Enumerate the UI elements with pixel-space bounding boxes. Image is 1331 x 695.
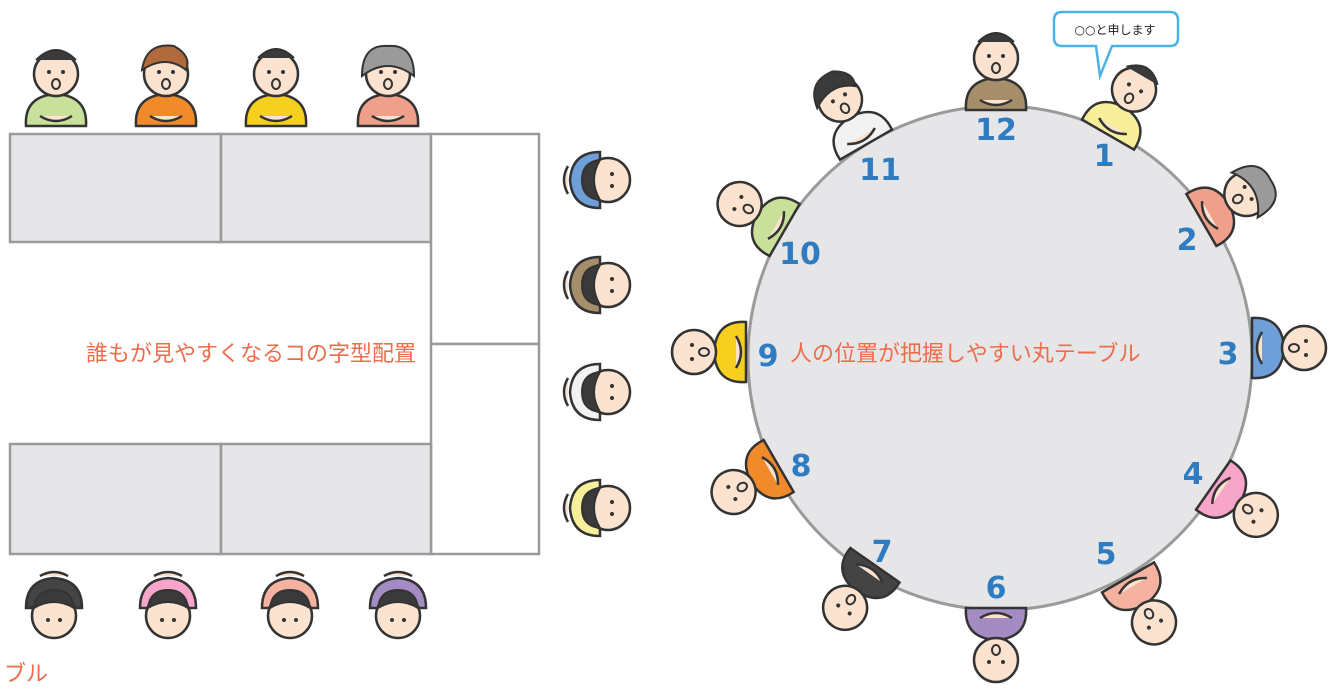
u-bottom-attendee-2 [138, 570, 198, 640]
round-seat-3-attendee [1250, 316, 1328, 380]
u-top-attendee-3 [244, 48, 308, 128]
seat-number-7: 7 [872, 535, 893, 570]
seat-number-1: 1 [1094, 139, 1115, 174]
seat-number-4: 4 [1183, 457, 1204, 492]
round-seat-1-attendee [1080, 54, 1173, 151]
seat-number-11: 11 [859, 153, 901, 188]
round-seat-11-attendee [801, 64, 894, 161]
u-top-attendee-2 [134, 44, 198, 128]
u-top-attendee-1 [24, 49, 88, 128]
u-right-attendee-3 [562, 362, 632, 422]
round-table-caption: 人の位置が把握しやすい丸テーブル [790, 342, 1141, 367]
seat-number-3: 3 [1218, 337, 1239, 372]
u-bottom-attendee-1 [24, 570, 84, 640]
seat-number-9: 9 [758, 339, 779, 374]
u-table-bottom-left-desk [8, 442, 223, 556]
seat-numbers: 1 2 3 4 5 6 7 8 9 10 11 12 [758, 113, 1239, 606]
seat-number-6: 6 [986, 571, 1007, 606]
u-table-right-desk-upper [429, 132, 541, 346]
u-right-attendee-2 [562, 255, 632, 315]
round-seat-2-attendee [1185, 155, 1282, 248]
seat-number-8: 8 [791, 449, 812, 484]
speech-bubble-text: ○○と申します [1074, 23, 1156, 37]
speech-bubble [1052, 10, 1180, 81]
round-seat-6-attendee [964, 606, 1028, 684]
u-shaped-table [8, 132, 541, 556]
u-top-attendee-4 [356, 44, 420, 128]
u-bottom-attendee-3 [260, 570, 320, 640]
seat-number-2: 2 [1177, 223, 1198, 258]
round-seat-12-attendee [964, 32, 1028, 112]
u-table-right-desk-lower [429, 342, 541, 556]
u-bottom-attendee-4 [368, 570, 428, 640]
seat-number-5: 5 [1096, 537, 1117, 572]
u-table-caption: 誰もが見やすくなるコの字型配置 [86, 342, 417, 367]
u-table-bottom-right-desk [219, 442, 433, 556]
u-table-top-right-desk [219, 132, 433, 244]
u-right-attendee-1 [562, 150, 632, 210]
u-table-top-left-desk [8, 132, 223, 244]
round-seat-9-attendee [670, 320, 748, 384]
seat-number-10: 10 [779, 237, 821, 272]
u-right-attendee-4 [562, 478, 632, 538]
u-table-footer-caption: ブル [4, 662, 49, 687]
seat-number-12: 12 [975, 113, 1017, 148]
